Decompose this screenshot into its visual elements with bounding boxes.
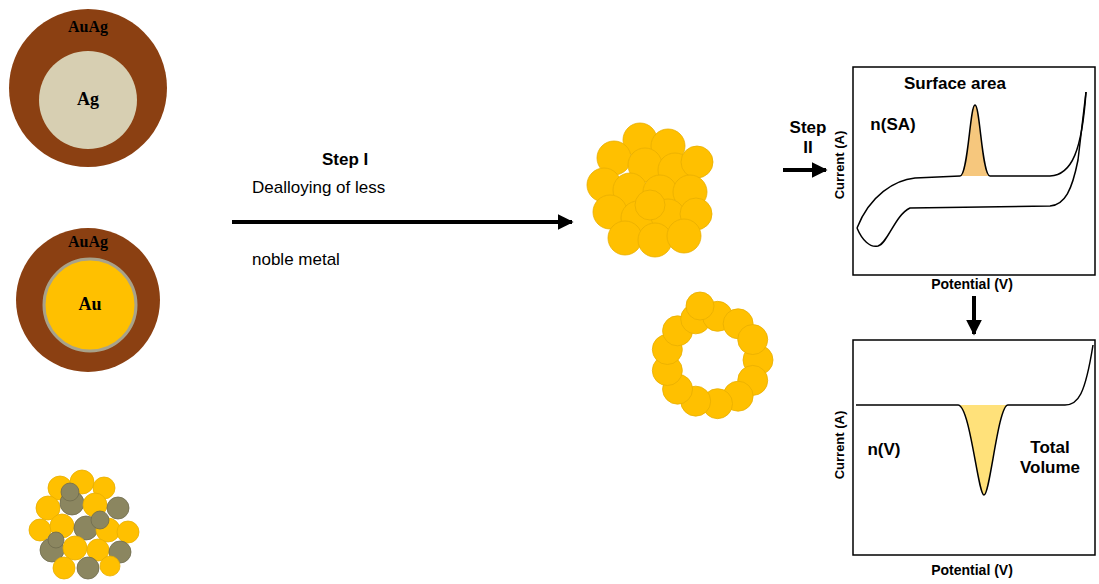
step-description: noble metal — [252, 250, 340, 270]
plot-frame — [853, 340, 1095, 555]
step-label: Step II — [786, 118, 830, 159]
porous-gold-cluster — [587, 123, 713, 257]
axis-label: Current (A) — [832, 131, 848, 200]
sphere — [91, 511, 109, 529]
step-label: Step I — [322, 150, 368, 170]
sphere — [738, 325, 768, 355]
gold-core-circle — [44, 259, 136, 351]
hollow-gold-shell — [652, 292, 773, 419]
alloy-cluster — [29, 470, 139, 579]
sphere — [638, 223, 672, 257]
flow-arrow — [972, 296, 976, 334]
alloy-shell-circle — [16, 228, 160, 372]
sphere — [686, 292, 714, 320]
alloy-shell: AuAgAg — [8, 8, 168, 168]
step-arrow — [232, 220, 572, 224]
material-label: Ag — [77, 89, 99, 111]
plot-frame — [853, 67, 1095, 275]
step-description: Dealloying of less — [252, 178, 385, 198]
stripping-curve — [856, 345, 1093, 495]
sphere — [117, 521, 139, 543]
silver-core: Ag — [38, 50, 138, 150]
sphere — [608, 221, 642, 255]
material-label: Au — [78, 294, 101, 316]
axis-label: Potential (V) — [931, 276, 1013, 293]
sphere — [107, 497, 129, 519]
silver-core-circle — [39, 51, 137, 149]
alloy-shell-circle — [9, 9, 167, 167]
sphere — [77, 557, 99, 579]
sphere — [667, 219, 701, 253]
cv-curve — [857, 92, 1086, 246]
sphere — [53, 557, 75, 579]
sphere — [100, 556, 120, 576]
axis-label: Potential (V) — [931, 562, 1013, 579]
quantity-label: n(SA) — [870, 115, 915, 135]
step-arrow — [783, 168, 826, 172]
sphere — [29, 519, 51, 541]
sphere — [48, 532, 64, 548]
sphere — [681, 146, 713, 178]
sphere — [61, 483, 79, 501]
cv-plot: Surface area n(SA) Current (A) Potential (V… — [826, 62, 1096, 296]
cv-curve — [857, 92, 1086, 228]
material-label: AuAg — [68, 17, 108, 36]
sphere — [63, 536, 87, 560]
quantity-label: n(V) — [867, 440, 900, 460]
axis-label: Current (A) — [832, 411, 848, 480]
gold-core: Au — [42, 257, 138, 353]
sphere — [635, 190, 665, 220]
plot-heading: Surface area — [904, 74, 1006, 94]
alloy-shell: AuAgAu — [16, 228, 160, 372]
plot-heading: Total Volume — [1014, 438, 1086, 479]
stripping-plot: n(V) Total Volume Current (A) Potential (V) — [826, 336, 1096, 582]
material-label: AuAg — [68, 232, 108, 251]
